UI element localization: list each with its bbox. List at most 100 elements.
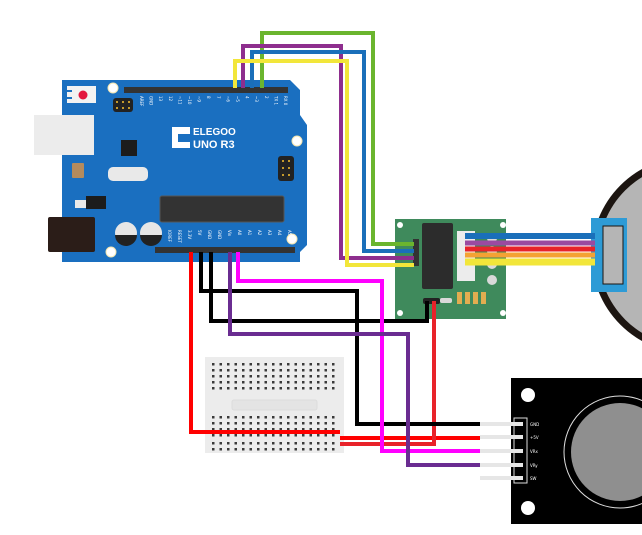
breadboard-hole <box>227 422 230 425</box>
breadboard-hole <box>272 428 275 431</box>
breadboard-hole <box>302 434 305 437</box>
breadboard-hole <box>294 375 297 378</box>
blue-wire <box>250 50 414 253</box>
breadboard-hole <box>279 381 282 384</box>
breadboard-hole <box>309 428 312 431</box>
motor-cable <box>465 233 595 266</box>
breadboard-hole <box>279 428 282 431</box>
breadboard-hole <box>287 375 290 378</box>
breadboard-hole <box>279 363 282 366</box>
breadboard-hole <box>317 448 320 451</box>
pin-label: ~11 <box>177 96 182 105</box>
breadboard-hole <box>272 369 275 372</box>
breadboard-hole <box>227 381 230 384</box>
joystick-pin-label: SW <box>530 476 537 481</box>
breadboard-hole <box>234 448 237 451</box>
breadboard-hole <box>309 363 312 366</box>
breadboard-hole <box>279 422 282 425</box>
breadboard-hole <box>279 442 282 445</box>
breadboard-hole <box>264 387 267 390</box>
breadboard-hole <box>242 422 245 425</box>
breadboard-hole <box>317 363 320 366</box>
breadboard-hole <box>332 428 335 431</box>
breadboard-hole <box>272 387 275 390</box>
breadboard-hole <box>294 422 297 425</box>
breadboard-hole <box>324 428 327 431</box>
breadboard-hole <box>227 416 230 419</box>
usb-port <box>34 115 94 155</box>
pin-label: IOREF <box>167 230 172 243</box>
black-wire-gnd2 <box>209 252 429 323</box>
driver-chip <box>422 223 453 289</box>
breadboard-hole <box>317 422 320 425</box>
pin-label: ~6 <box>225 96 230 102</box>
breadboard-hole <box>242 434 245 437</box>
breadboard-hole <box>242 387 245 390</box>
breadboard-hole <box>212 363 215 366</box>
breadboard-hole <box>212 422 215 425</box>
breadboard-hole <box>234 381 237 384</box>
pin-label: RESET <box>177 230 182 243</box>
breadboard-hole <box>249 387 252 390</box>
breadboard-hole <box>294 448 297 451</box>
breadboard-hole <box>294 416 297 419</box>
breadboard-hole <box>302 387 305 390</box>
breadboard-hole <box>257 375 260 378</box>
breadboard-hole <box>324 416 327 419</box>
breadboard-hole <box>272 381 275 384</box>
breadboard-hole <box>264 363 267 366</box>
breadboard-hole <box>309 381 312 384</box>
breadboard-hole <box>257 363 260 366</box>
breadboard-hole <box>242 448 245 451</box>
breadboard-hole <box>264 434 267 437</box>
pin-label: GND <box>207 230 212 239</box>
breadboard-hole <box>302 442 305 445</box>
breadboard-hole <box>242 428 245 431</box>
pin-label: TX 1 <box>273 95 278 105</box>
pin-label: A1 <box>247 230 252 236</box>
pin-label: A5 <box>287 230 292 236</box>
breadboard-hole <box>302 369 305 372</box>
breadboard-hole <box>264 375 267 378</box>
breadboard-hole <box>227 387 230 390</box>
breadboard-hole <box>309 387 312 390</box>
breadboard-hole <box>287 387 290 390</box>
red-wire <box>189 252 340 434</box>
breadboard-hole <box>332 387 335 390</box>
pin-label: A4 <box>277 230 282 236</box>
pin-label: A3 <box>267 230 272 236</box>
breadboard-hole <box>249 363 252 366</box>
breadboard-hole <box>309 416 312 419</box>
breadboard-hole <box>234 422 237 425</box>
breadboard-hole <box>234 434 237 437</box>
pin-label: 12 <box>168 96 173 102</box>
breadboard-hole <box>287 369 290 372</box>
breadboard-hole <box>257 442 260 445</box>
breadboard-hole <box>234 428 237 431</box>
elegoo-logo: ELEGOO UNO R3 <box>172 127 236 151</box>
breadboard-hole <box>287 442 290 445</box>
pin-label: 5V <box>197 230 202 236</box>
breadboard-hole <box>317 416 320 419</box>
yellow-wire <box>233 59 414 267</box>
breadboard-hole <box>302 416 305 419</box>
breadboard-hole <box>242 369 245 372</box>
breadboard-hole <box>279 416 282 419</box>
breadboard-hole <box>264 428 267 431</box>
joystick-pin-label: VRy <box>530 463 538 468</box>
breadboard-hole <box>332 416 335 419</box>
breadboard-hole <box>249 381 252 384</box>
breadboard-hole <box>272 416 275 419</box>
breadboard-hole <box>302 381 305 384</box>
breadboard-hole <box>317 369 320 372</box>
breadboard-hole <box>287 434 290 437</box>
pin-label: A2 <box>257 230 262 236</box>
breadboard-hole <box>264 422 267 425</box>
pin-label: Vin <box>227 230 232 237</box>
brand-name: ELEGOO <box>193 127 236 138</box>
breadboard-hole <box>264 381 267 384</box>
breadboard-hole <box>302 448 305 451</box>
breadboard-hole <box>212 434 215 437</box>
